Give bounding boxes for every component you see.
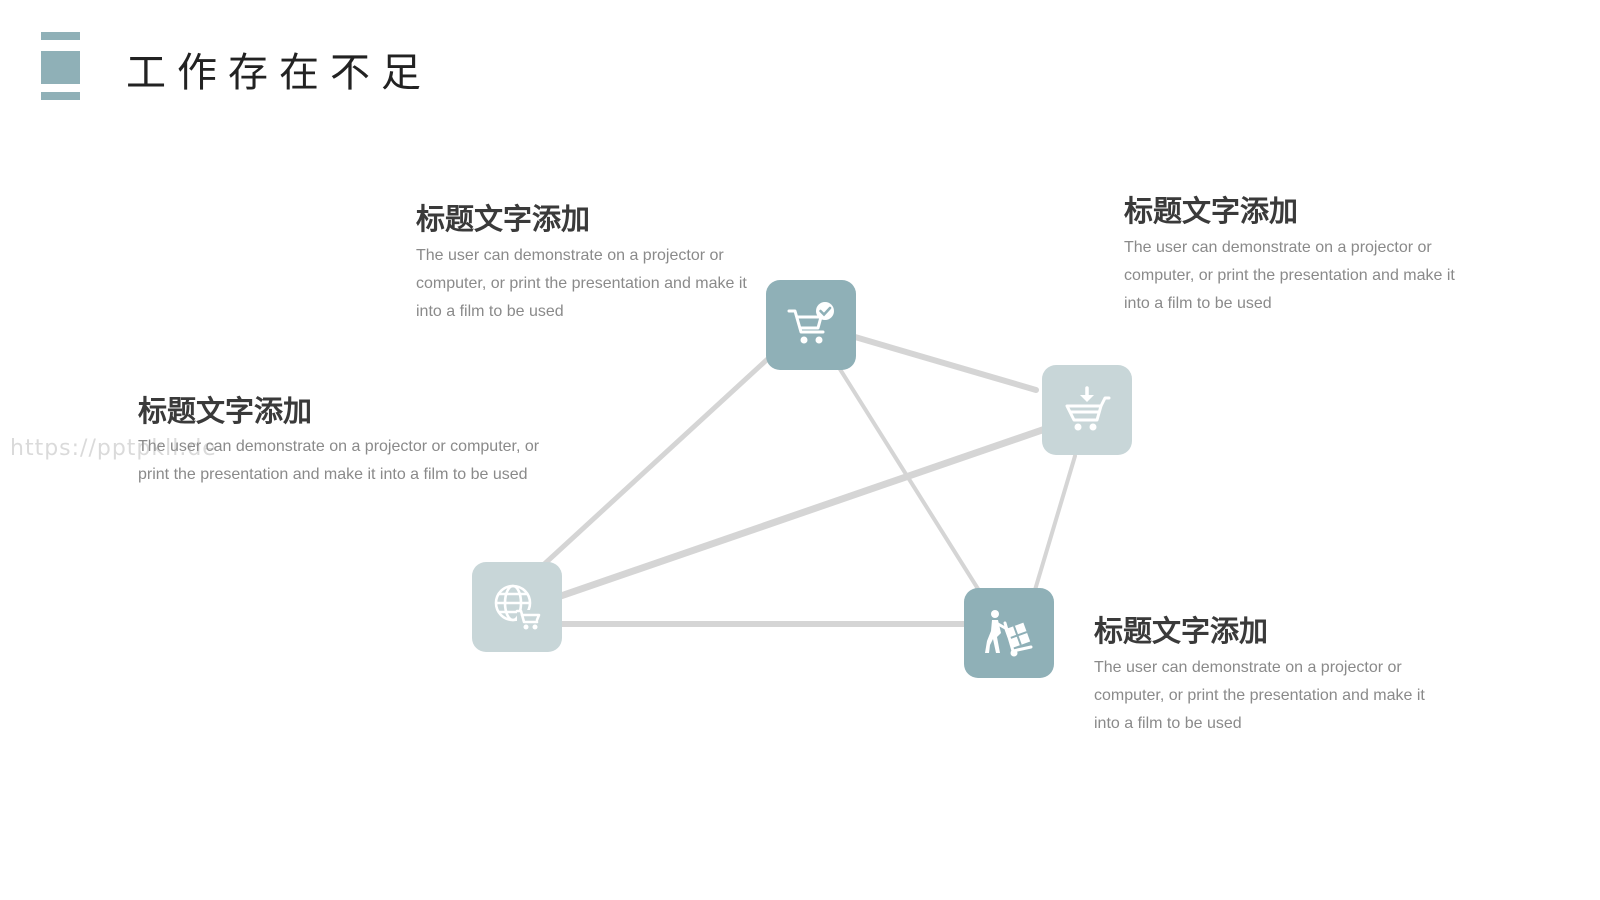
- block-title-bottom-right: 标题文字添加: [1094, 614, 1269, 648]
- marker-bar-bottom: [41, 92, 80, 100]
- globe-cart-icon: [494, 584, 541, 630]
- node-hand-truck: [964, 588, 1054, 678]
- node-globe-cart: [472, 562, 562, 652]
- shopping-cart-check-icon: [787, 302, 834, 344]
- link-download-globe: [551, 424, 1052, 602]
- link-cart-truck: [836, 364, 992, 610]
- block-desc-bottom-right: The user can demonstrate on a projector …: [1094, 659, 1425, 732]
- block-desc-top: The user can demonstrate on a projector …: [416, 247, 747, 320]
- cart-download-icon: [1065, 386, 1111, 431]
- marker-bar-top: [41, 32, 80, 40]
- block-title-top: 标题文字添加: [416, 202, 591, 236]
- link-cart-globe: [537, 352, 775, 571]
- link-cart-download: [835, 329, 1039, 393]
- block-title-top-right: 标题文字添加: [1124, 194, 1299, 228]
- block-desc-top-right: The user can demonstrate on a projector …: [1124, 239, 1455, 312]
- hand-truck-delivery-icon: [985, 610, 1033, 657]
- watermark-text: https://pptpkll.de: [10, 436, 217, 461]
- block-desc-left: The user can demonstrate on a projector …: [138, 438, 540, 483]
- block-title-left: 标题文字添加: [138, 394, 313, 428]
- slide-marker-icon: [41, 32, 80, 102]
- link-download-truck: [1030, 454, 1077, 602]
- marker-block: [41, 51, 80, 84]
- node-shopping-cart: [766, 280, 856, 370]
- slide-title: 工作存在不足: [126, 50, 432, 96]
- node-cart-download: [1042, 365, 1132, 455]
